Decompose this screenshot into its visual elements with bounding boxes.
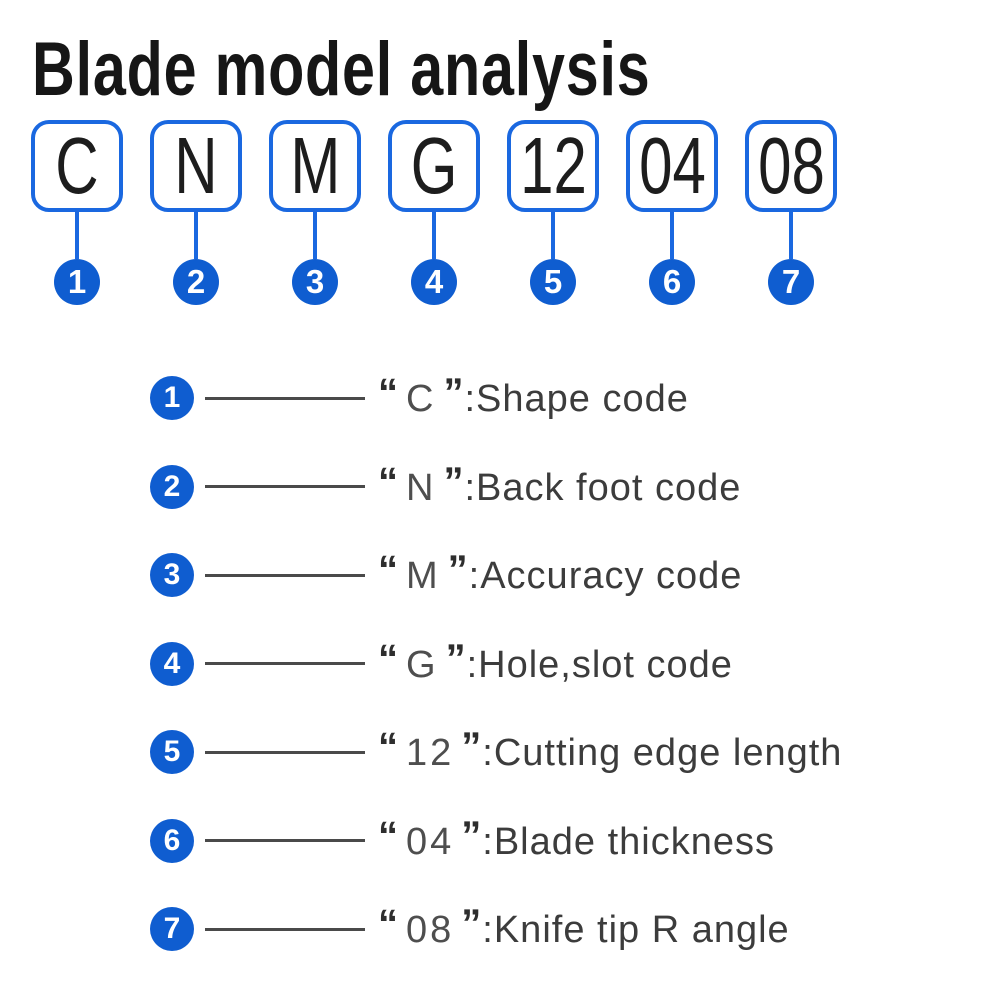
legend-connector-line [205,927,365,931]
model-code-char: 08 [757,121,825,210]
legend-label: “C”:Shape code [378,373,689,421]
legend-row: 1 “C”:Shape code [150,354,842,443]
connector-line [194,212,198,259]
close-quote: ” [443,459,465,504]
legend-label: “M”:Accuracy code [378,550,743,598]
legend-row: 4 “G”:Hole,slot code [150,620,842,709]
legend-label: “12”:Cutting edge length [378,727,843,775]
connector-line [75,212,79,259]
legend-description: :Knife tip R angle [482,909,790,952]
close-quote: ” [447,548,469,593]
legend-row: 5 “12”:Cutting edge length [150,708,842,797]
legend-number-badge: 3 [150,553,194,598]
connector-line [551,212,555,259]
model-segment: 04 6 [626,120,718,305]
legend-row: 3 “M”:Accuracy code [150,531,842,620]
index-badge: 6 [649,259,695,305]
connector-line [670,212,674,259]
legend-number-badge: 1 [150,376,194,421]
legend-description: :Shape code [464,378,689,421]
model-code-char: 04 [638,121,706,210]
index-badge: 3 [292,259,338,305]
index-badge: 4 [411,259,457,305]
legend-row: 7 “08”:Knife tip R angle [150,885,842,974]
legend-number-badge: 7 [150,907,194,952]
legend-number-badge: 2 [150,464,194,509]
legend-connector-line [205,839,365,843]
legend-row: 2 “N”:Back foot code [150,443,842,532]
close-quote: ” [443,371,465,416]
index-badge: 1 [54,259,100,305]
legend-code: N [406,466,437,509]
close-quote: ” [461,725,483,770]
model-code-box: C [31,120,123,212]
legend-number-badge: 5 [150,730,194,775]
legend-label: “08”:Knife tip R angle [378,904,790,952]
model-code-box: 04 [626,120,718,212]
legend-code: G [406,643,439,686]
legend-row: 6 “04”:Blade thickness [150,797,842,886]
legend-description: :Back foot code [464,466,742,509]
connector-line [313,212,317,259]
close-quote: ” [445,636,467,681]
legend-code: 04 [406,820,455,863]
legend-description: :Accuracy code [468,555,743,598]
legend-description: :Cutting edge length [482,732,843,775]
legend-connector-line [205,662,365,666]
model-code-char: N [174,121,218,210]
model-code-char: M [290,121,340,210]
model-code-char: 12 [519,121,587,210]
index-badge: 2 [173,259,219,305]
page-title: Blade model analysis [32,27,651,112]
legend-label: “N”:Back foot code [378,462,742,509]
legend-code: 08 [406,909,455,952]
legend-connector-line [205,750,365,754]
open-quote: “ [378,548,399,593]
open-quote: “ [378,371,399,416]
legend-code: M [406,555,441,598]
legend-description: :Hole,slot code [466,643,733,686]
legend-connector-line [205,485,365,489]
legend-code: 12 [406,732,455,775]
index-badge: 7 [768,259,814,305]
model-code-char: G [410,121,458,210]
close-quote: ” [461,902,483,947]
model-code-box: 12 [507,120,599,212]
legend-connector-line [205,573,365,577]
open-quote: “ [378,813,399,858]
open-quote: “ [378,459,399,504]
model-code-box: G [388,120,480,212]
index-badge: 5 [530,259,576,305]
close-quote: ” [461,813,483,858]
legend-label: “04”:Blade thickness [378,816,775,863]
legend-label: “G”:Hole,slot code [378,639,733,686]
connector-line [432,212,436,259]
open-quote: “ [378,902,399,947]
model-code-box: M [269,120,361,212]
model-code-char: C [55,121,99,210]
open-quote: “ [378,725,399,770]
legend-number-badge: 4 [150,641,194,686]
connector-line [789,212,793,259]
model-code-box: 08 [745,120,837,212]
open-quote: “ [378,636,399,681]
model-segment: 08 7 [745,120,837,305]
legend-description: :Blade thickness [482,820,775,863]
model-code-box: N [150,120,242,212]
model-segment: 12 5 [507,120,599,305]
legend-number-badge: 6 [150,818,194,863]
legend-code: C [406,378,437,421]
legend-connector-line [205,396,365,400]
